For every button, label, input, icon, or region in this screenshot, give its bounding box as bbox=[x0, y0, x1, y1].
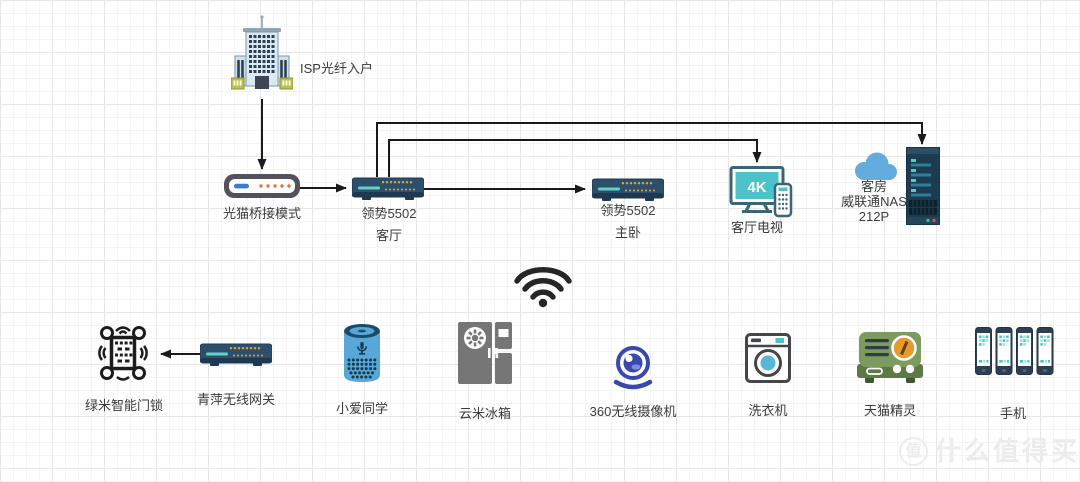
nas-cloud-node bbox=[852, 151, 900, 183]
camera-label: 360无线摄像机 bbox=[589, 404, 677, 419]
router-living-label-line1: 领势5502 bbox=[361, 206, 417, 221]
phones-icon bbox=[975, 327, 1054, 375]
gateway-node bbox=[200, 342, 272, 368]
fridge-label: 云米冰箱 bbox=[458, 406, 512, 421]
router-living-node bbox=[352, 176, 424, 202]
router-living-label-line2: 客厅 bbox=[375, 228, 403, 243]
fridge-icon bbox=[458, 322, 512, 384]
washer-label: 洗衣机 bbox=[748, 403, 788, 418]
isp-label: ISP光纤入户 bbox=[300, 61, 373, 76]
smart-speaker-icon bbox=[344, 324, 380, 382]
tv-label: 客厅电视 bbox=[730, 220, 784, 235]
nas-label-line1: 客房 bbox=[860, 179, 888, 194]
modem-icon bbox=[224, 174, 300, 198]
tv-screen-text: 4K bbox=[747, 179, 766, 196]
speaker-node bbox=[342, 321, 382, 385]
phones-node bbox=[975, 326, 1055, 376]
door-lock-label: 绿米智能门锁 bbox=[84, 398, 164, 413]
router-bedroom-node bbox=[592, 177, 664, 203]
phones-label: 手机 bbox=[999, 406, 1027, 421]
tv-icon: 4K bbox=[729, 166, 793, 218]
speaker-label: 小爱同学 bbox=[335, 401, 389, 416]
building-icon bbox=[230, 15, 294, 90]
modem-label: 光猫桥接模式 bbox=[222, 206, 302, 221]
gateway-icon bbox=[200, 342, 272, 368]
radio-icon bbox=[857, 332, 923, 383]
nas-tower-node bbox=[905, 146, 941, 226]
isp-building-node bbox=[230, 14, 294, 100]
gateway-label: 青萍无线网关 bbox=[196, 392, 276, 407]
nas-label: 客房 威联通NAS 212P bbox=[841, 179, 907, 224]
door-lock-icon bbox=[98, 326, 148, 381]
nas-server-icon bbox=[905, 146, 941, 226]
watermark-text: 什么值得买 bbox=[935, 436, 1080, 466]
watermark-logo-icon: 值 bbox=[899, 436, 928, 466]
router-bedroom-label-line1: 领势5502 bbox=[600, 203, 656, 218]
washer-icon bbox=[745, 333, 791, 383]
router-icon bbox=[352, 176, 424, 202]
router-icon bbox=[592, 177, 664, 203]
nas-label-line2: 威联通NAS bbox=[841, 194, 907, 209]
tmall-genie-node bbox=[857, 331, 923, 387]
router-bedroom-label-line2: 主卧 bbox=[614, 225, 642, 240]
cloud-icon bbox=[855, 152, 897, 180]
washer-node bbox=[745, 333, 791, 383]
tv-node: 4K bbox=[729, 166, 799, 220]
modem-node bbox=[224, 174, 300, 200]
camera-node bbox=[607, 344, 659, 392]
camera-icon bbox=[613, 346, 653, 390]
link-router-living-to-tv bbox=[388, 139, 762, 177]
tmall-genie-label: 天猫精灵 bbox=[863, 403, 917, 418]
nas-label-line3: 212P bbox=[858, 209, 890, 224]
wifi-icon bbox=[514, 267, 572, 308]
door-lock-node bbox=[93, 319, 153, 387]
wifi-node bbox=[512, 257, 574, 309]
watermark: 值 什么值得买 bbox=[899, 436, 1080, 466]
link-router-living-to-nas bbox=[376, 122, 927, 177]
fridge-node bbox=[458, 322, 512, 384]
